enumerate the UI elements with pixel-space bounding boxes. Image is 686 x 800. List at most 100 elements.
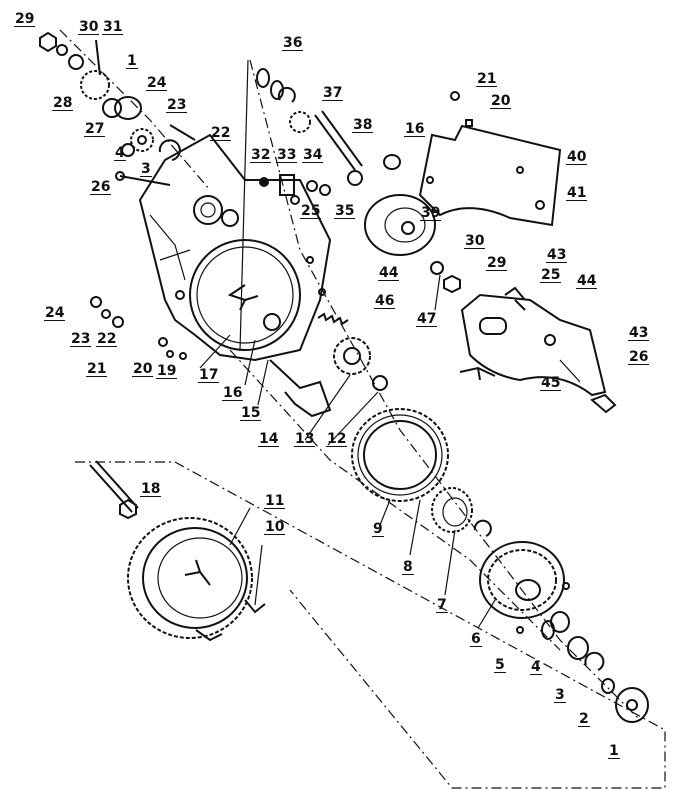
- clip-3: [584, 651, 605, 671]
- leader-15: [257, 359, 269, 406]
- housing-inner-bore: [196, 246, 294, 344]
- label-26-lower: 26: [628, 349, 650, 365]
- plate-45-hole: [544, 334, 556, 346]
- assembly-axis-pointer: [239, 59, 249, 351]
- screw-26: [119, 175, 171, 186]
- screw-5: [516, 626, 524, 634]
- housing-hole-3: [306, 256, 314, 264]
- gear-8-7: [431, 487, 492, 537]
- label-3: 3: [140, 161, 152, 177]
- label-22-left: 22: [96, 331, 118, 347]
- big-pulley-11: [89, 460, 266, 642]
- lower-stack: [541, 611, 649, 723]
- leader-17: [199, 334, 231, 369]
- label-46: 46: [374, 293, 396, 309]
- leader-9: [379, 499, 391, 526]
- spring-46: [317, 312, 349, 326]
- label-44-right: 44: [576, 273, 598, 289]
- nut-18: [119, 498, 137, 520]
- nut-29: [39, 31, 57, 53]
- part-24-left: [90, 296, 102, 308]
- housing-6-flange: [487, 549, 557, 611]
- cover-40-hole-2: [426, 176, 434, 184]
- part-22-left: [112, 316, 124, 328]
- label-26: 26: [90, 179, 112, 195]
- part-23-left: [101, 309, 111, 319]
- pulley-11-star: [184, 559, 211, 586]
- part-21-left: [158, 337, 168, 347]
- spindle-36-38: [256, 68, 363, 186]
- pin-23-top: [169, 124, 196, 141]
- label-28: 28: [52, 95, 74, 111]
- pulley-11-inner: [157, 537, 243, 619]
- housing-upper-boss: [193, 195, 223, 225]
- label-29: 29: [14, 11, 36, 27]
- label-29-right: 29: [486, 255, 508, 271]
- leader-11: [229, 507, 251, 546]
- housing-center-star: [227, 284, 259, 311]
- label-15: 15: [240, 405, 262, 421]
- label-16-lower: 16: [222, 385, 244, 401]
- washer-16-top: [383, 154, 401, 170]
- part-19-left: [179, 352, 187, 360]
- washer-4-top: [121, 143, 135, 157]
- cover-40-hole-1: [516, 166, 524, 174]
- label-30-right: 30: [464, 233, 486, 249]
- label-40: 40: [566, 149, 588, 165]
- label-33: 33: [276, 147, 298, 163]
- clip-36: [277, 86, 296, 103]
- label-18: 18: [140, 481, 162, 497]
- label-23: 23: [166, 97, 188, 113]
- bearing-37: [289, 111, 311, 133]
- leader-16b: [244, 339, 256, 386]
- clip-7: [473, 519, 492, 537]
- pulley-39: [364, 154, 436, 256]
- label-1-lower: 1: [608, 743, 620, 759]
- housing-hole-2: [290, 195, 300, 205]
- ring-9-inner: [363, 420, 437, 490]
- screw-34: [306, 180, 318, 192]
- gear-13: [333, 337, 371, 375]
- assembly-axis-bottom-frame: [75, 461, 666, 789]
- label-24: 24: [146, 75, 168, 91]
- label-14: 14: [258, 431, 280, 447]
- label-9: 9: [372, 521, 384, 537]
- cap-1: [615, 687, 649, 723]
- screw-41: [535, 200, 545, 210]
- label-25-right: 25: [540, 267, 562, 283]
- washer-4b: [550, 611, 570, 633]
- label-7: 7: [436, 597, 448, 613]
- label-36: 36: [282, 35, 304, 51]
- wing-screw-43-26: [590, 393, 617, 414]
- label-38: 38: [352, 117, 374, 133]
- label-8: 8: [402, 559, 414, 575]
- pulley-11-clip: [195, 629, 223, 642]
- label-11: 11: [264, 493, 286, 509]
- label-19: 19: [156, 363, 178, 379]
- right-washers: [430, 261, 461, 294]
- wing-screw-43-44: [504, 286, 526, 311]
- ring-9-rim: [357, 414, 443, 496]
- screw-26-head: [115, 171, 125, 181]
- nut-29-right: [443, 274, 461, 294]
- label-20-left: 20: [132, 361, 154, 377]
- nut-21-top: [450, 91, 460, 101]
- shaft-18b: [95, 460, 139, 509]
- pulley-39-hub: [401, 221, 415, 235]
- cover-40-outline: [418, 124, 562, 227]
- housing-6: [479, 541, 570, 634]
- label-10: 10: [264, 519, 286, 535]
- leader-7: [444, 529, 456, 596]
- leader-6: [477, 599, 496, 629]
- label-16: 16: [404, 121, 426, 137]
- gear-8: [431, 487, 473, 533]
- label-5: 5: [494, 657, 506, 673]
- label-17: 17: [198, 367, 220, 383]
- washer-2: [601, 678, 615, 694]
- spring-32: [259, 177, 269, 187]
- label-2: 2: [578, 711, 590, 727]
- housing-boss-3: [263, 313, 281, 331]
- label-34: 34: [302, 147, 324, 163]
